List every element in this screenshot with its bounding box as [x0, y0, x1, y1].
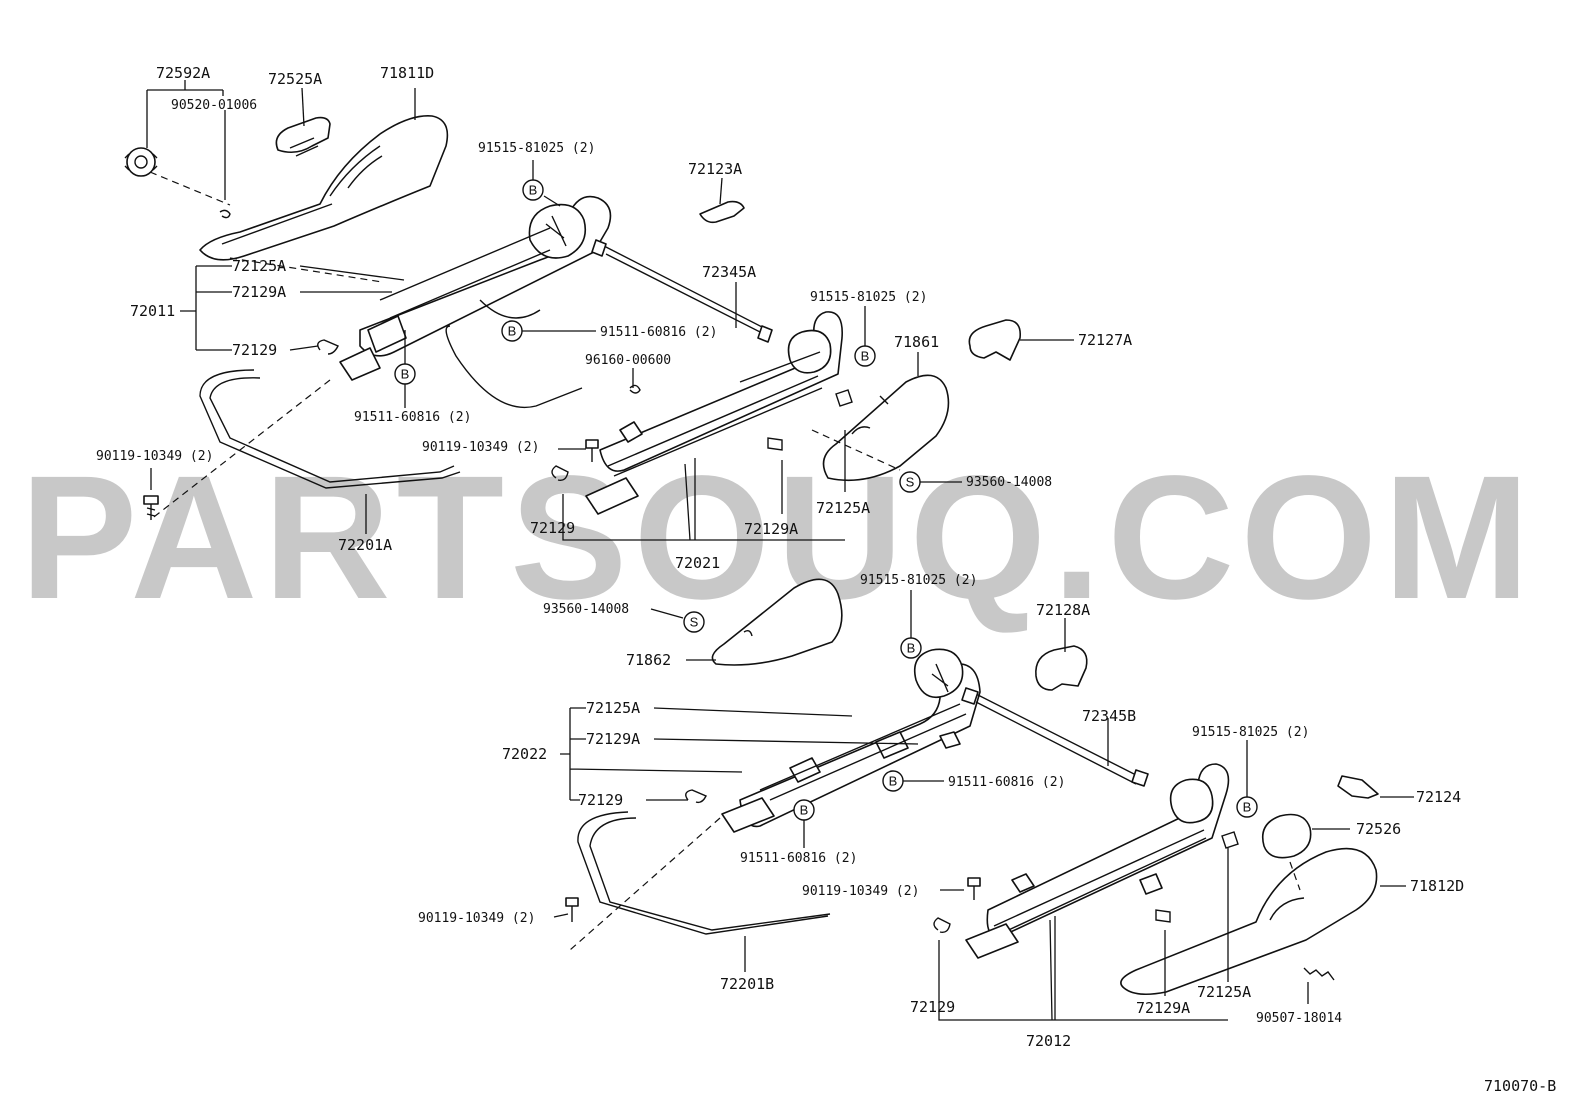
svg-text:B: B	[800, 803, 809, 818]
label-91511-60816-d: 91511-60816 (2)	[740, 851, 857, 866]
svg-text:B: B	[529, 183, 538, 198]
svg-text:B: B	[508, 324, 517, 339]
label-72525A: 72525A	[268, 70, 322, 88]
bolt-callout-7: B	[793, 799, 815, 821]
screw-callout-2: S	[683, 611, 705, 633]
label-72125A-b: 72125A	[816, 499, 870, 517]
label-90119-10349-a: 90119-10349 (2)	[422, 440, 539, 455]
knob-72526-drawing	[1261, 813, 1312, 859]
assembly-72012	[933, 763, 1239, 959]
bolt-callout-5: B	[900, 637, 922, 659]
label-72129A-d: 72129A	[1136, 999, 1190, 1017]
label-72129-d: 72129	[910, 998, 955, 1016]
lever-71861-drawing	[822, 374, 950, 482]
spring-90507-drawing	[1303, 967, 1335, 981]
label-93560-14008-b: 93560-14008	[543, 602, 629, 617]
label-90507-18014: 90507-18014	[1256, 1011, 1342, 1026]
part-labels: 72592A 90520-01006 72525A 71811D 91515-8…	[96, 64, 1556, 1095]
label-72129-a: 72129	[232, 341, 277, 359]
label-71812D: 71812D	[1410, 877, 1464, 895]
cover-72127A-drawing	[968, 319, 1022, 361]
label-72021: 72021	[675, 554, 720, 572]
label-72592A: 72592A	[156, 64, 210, 82]
label-90119-10349-c: 90119-10349 (2)	[802, 884, 919, 899]
cover-72128A-drawing	[1035, 645, 1088, 691]
label-91511-60816-a: 91511-60816 (2)	[600, 325, 717, 340]
label-72127A: 72127A	[1078, 331, 1132, 349]
label-90119-10349-b: 90119-10349 (2)	[96, 449, 213, 464]
bolt-callout-6: B	[882, 770, 904, 792]
label-91515-81025-d: 91515-81025 (2)	[1192, 725, 1309, 740]
label-96160-00600: 96160-00600	[585, 353, 671, 368]
label-72345A: 72345A	[702, 263, 756, 281]
label-72129A-b: 72129A	[744, 520, 798, 538]
label-72125A-d: 72125A	[1197, 983, 1251, 1001]
bolt-90119-left-drawing	[143, 495, 159, 520]
bar-72201A-drawing	[199, 369, 461, 489]
svg-text:S: S	[906, 475, 915, 490]
diagram-id: 710070-B	[1484, 1077, 1556, 1095]
label-90520-01006: 90520-01006	[171, 98, 257, 113]
bolt-callout-4: B	[854, 345, 876, 367]
svg-text:S: S	[690, 615, 699, 630]
label-71861: 71861	[894, 333, 939, 351]
label-72201B: 72201B	[720, 975, 774, 993]
label-72124: 72124	[1416, 788, 1461, 806]
label-72125A-c: 72125A	[586, 699, 640, 717]
label-91515-81025-c: 91515-81025 (2)	[860, 573, 977, 588]
label-71862: 71862	[626, 651, 671, 669]
lever-71812D-drawing	[1120, 847, 1378, 996]
label-72128A: 72128A	[1036, 601, 1090, 619]
label-72526: 72526	[1356, 820, 1401, 838]
label-71811D: 71811D	[380, 64, 434, 82]
svg-text:B: B	[1243, 800, 1252, 815]
label-72129A-a: 72129A	[232, 283, 286, 301]
assembly-72011	[124, 115, 773, 521]
svg-text:B: B	[907, 641, 916, 656]
callout-circles: B B B B S S B B B B	[394, 179, 1258, 821]
label-93560-14008-a: 93560-14008	[966, 475, 1052, 490]
label-72012: 72012	[1026, 1032, 1071, 1050]
label-72125A-a: 72125A	[232, 257, 286, 275]
bolt-callout-2: B	[501, 320, 523, 342]
label-91511-60816-c: 91511-60816 (2)	[948, 775, 1065, 790]
label-72345B: 72345B	[1082, 707, 1136, 725]
bolt-callout-8: B	[1236, 796, 1258, 818]
label-90119-10349-d: 90119-10349 (2)	[418, 911, 535, 926]
svg-text:B: B	[889, 774, 898, 789]
bolt-callout-1: B	[522, 179, 544, 201]
svg-text:B: B	[401, 367, 410, 382]
lever-71862-drawing	[711, 578, 843, 666]
label-91515-81025-a: 91515-81025 (2)	[478, 141, 595, 156]
cover-72124-drawing	[1337, 775, 1379, 799]
assembly-72022	[685, 648, 1149, 833]
assembly-72021	[551, 311, 853, 515]
knob-72592A-drawing	[124, 147, 158, 177]
cover-72123A-drawing	[699, 200, 745, 224]
label-91511-60816-b: 91511-60816 (2)	[354, 410, 471, 425]
bar-72201B-drawing	[577, 811, 831, 935]
screw-callout-1: S	[899, 471, 921, 493]
label-72022: 72022	[502, 745, 547, 763]
label-72129-b: 72129	[530, 519, 575, 537]
bolt-callout-3: B	[394, 363, 416, 385]
label-72129-c: 72129	[578, 791, 623, 809]
label-72011: 72011	[130, 302, 175, 320]
svg-text:B: B	[861, 349, 870, 364]
label-91515-81025-b: 91515-81025 (2)	[810, 290, 927, 305]
leader-lines	[146, 80, 1414, 1021]
label-72129A-c: 72129A	[586, 730, 640, 748]
label-72201A: 72201A	[338, 536, 392, 554]
label-72123A: 72123A	[688, 160, 742, 178]
